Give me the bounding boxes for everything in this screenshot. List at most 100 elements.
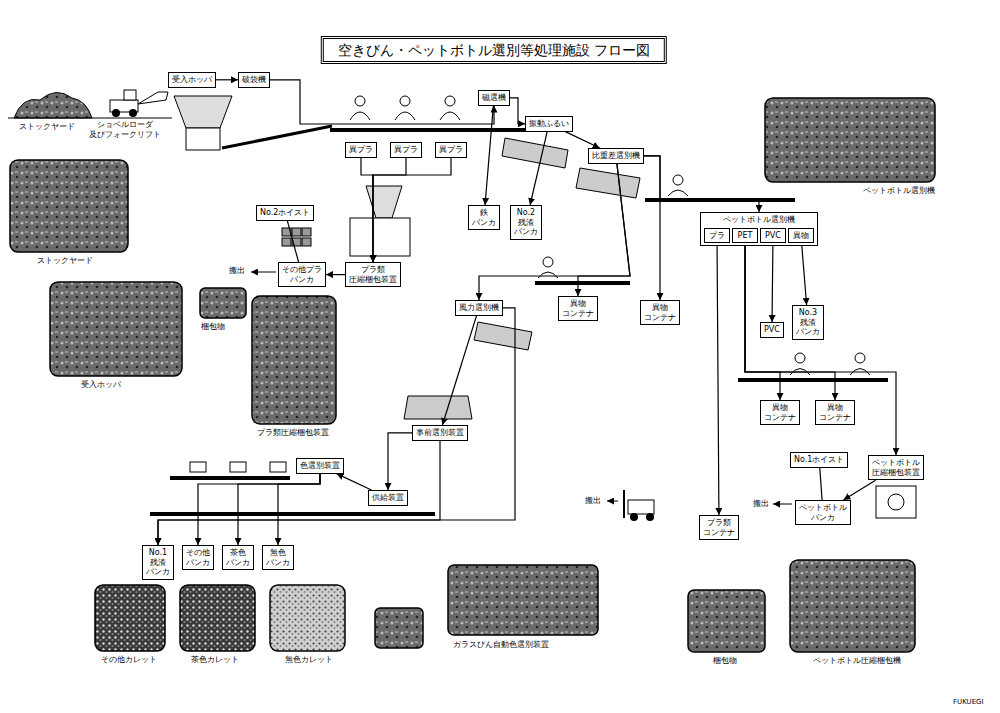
conveyor-belt [738, 378, 888, 382]
figure-label: 受入ホッパ [80, 380, 122, 390]
flow-connector [158, 308, 515, 545]
node-text: 異プラ [439, 145, 463, 155]
photo [270, 585, 345, 651]
figure-label: 茶色カレット [190, 655, 240, 665]
flow-connector [442, 316, 476, 425]
process-box: 比重差選別機 [588, 148, 644, 164]
process-box: プラ類 圧縮梱包装置 [345, 262, 401, 287]
process-box: No.2 残渣 バンカ [510, 205, 542, 240]
photo [50, 282, 182, 376]
worker-head [355, 96, 365, 106]
process-box: 異物コンテナ [760, 400, 800, 425]
hopper-base [186, 128, 220, 150]
node-text: 磁選機 [482, 93, 506, 103]
process-box: 異物コンテナ [815, 400, 855, 425]
node-text: PVC [764, 325, 780, 335]
forklift-wheel [646, 513, 654, 521]
chute-box: 異物 [788, 228, 814, 244]
pet-baler [876, 486, 916, 518]
process-box: ペットボトル バンカ [795, 500, 851, 525]
flow-connector [717, 243, 719, 515]
node-text: 無色 バンカ [266, 548, 290, 567]
vibrating-screen [502, 138, 568, 168]
process-box: 供給装置 [368, 490, 408, 506]
node-text: コンテナ [562, 309, 594, 319]
node-text: その他プラ バンカ [282, 265, 322, 284]
figure-label: ペットボトル圧縮梱包機 [812, 656, 902, 666]
incline-conveyor [222, 126, 332, 148]
node-text: プラ [706, 231, 728, 241]
process-box: 色選別装置 [296, 458, 344, 474]
node-text: 異物 [790, 231, 812, 241]
process-box: 異物コンテナ [640, 300, 680, 325]
bale [302, 238, 311, 246]
figure-label: プラ類圧縮梱包装置 [256, 428, 330, 438]
node-text: 破袋機 [242, 75, 266, 85]
node-text: 異プラ [394, 145, 418, 155]
node-text: 茶色 バンカ [226, 548, 250, 567]
figure-label: ストックヤード [36, 256, 94, 266]
hopper [174, 96, 232, 128]
photo [95, 585, 165, 651]
flow-connector [644, 156, 759, 212]
flow-connector [843, 480, 875, 500]
chute-box: PVC [760, 228, 786, 244]
flow-connector [820, 468, 822, 500]
process-box: ペットボトル 圧縮梱包装置 [868, 455, 924, 480]
sorting-belt [330, 128, 526, 132]
node-text: 事前選別装置 [416, 428, 464, 438]
flow-connector [644, 156, 660, 300]
figure-label: ストックヤード [18, 122, 76, 132]
flow-connector [388, 433, 412, 490]
bale [282, 238, 291, 246]
figure-label: 無色カレット [284, 655, 334, 665]
air-separator [474, 322, 532, 350]
forklift-mast [623, 490, 625, 518]
flow-connector [270, 80, 494, 124]
process-box: No.2ホイスト [256, 205, 314, 221]
worker-body [668, 190, 688, 196]
flow-connector [337, 474, 372, 490]
process-box: No.1ホイスト [790, 452, 848, 468]
flow-connector [802, 243, 807, 305]
flow-connector [238, 474, 320, 545]
photo [765, 98, 935, 182]
flow-connector [479, 164, 630, 300]
flow-connector [745, 243, 896, 455]
worker-body [395, 112, 415, 120]
loader-bucket [138, 92, 168, 104]
flow-connector [373, 158, 406, 262]
process-box: 破袋機 [238, 72, 270, 88]
figure-label: 搬出 [584, 496, 602, 506]
node-text: No.2 残渣 バンカ [514, 208, 538, 237]
process-box: 異物コンテナ [558, 296, 598, 321]
worker-body [440, 112, 460, 120]
flow-connector [198, 474, 320, 545]
process-box: 無色 バンカ [262, 545, 294, 570]
color-sensor [270, 462, 286, 472]
process-box: No.1 残渣 バンカ [142, 545, 174, 580]
process-box: 茶色 バンカ [222, 545, 254, 570]
photo [200, 288, 246, 318]
node-text: No.3 残渣 バンカ [796, 308, 820, 337]
worker-head [445, 96, 455, 106]
figure-label: ペットボトル選別機 [862, 186, 936, 196]
baler-hopper [366, 186, 402, 218]
process-box: その他プラ バンカ [278, 262, 326, 287]
node-text: コンテナ [764, 413, 796, 423]
plastics-baler [350, 218, 410, 256]
flow-connector [361, 158, 373, 262]
carry-out-arrow [773, 504, 792, 505]
photo [375, 608, 423, 648]
sorter-group: ペットボトル選別機プラPETPVC異物 [700, 212, 818, 246]
worker-head [400, 96, 410, 106]
pre-sorter [404, 396, 472, 419]
diagram-title: 空きびん・ペットボトル選別等処理施設 フロー図 [321, 36, 667, 64]
worker-head [543, 257, 553, 267]
flow-connector [326, 274, 345, 275]
process-box: プラ類 コンテナ [699, 515, 739, 540]
figure-label: ショベルローダ 及びフォークリフト [88, 120, 162, 139]
photo [252, 296, 336, 424]
